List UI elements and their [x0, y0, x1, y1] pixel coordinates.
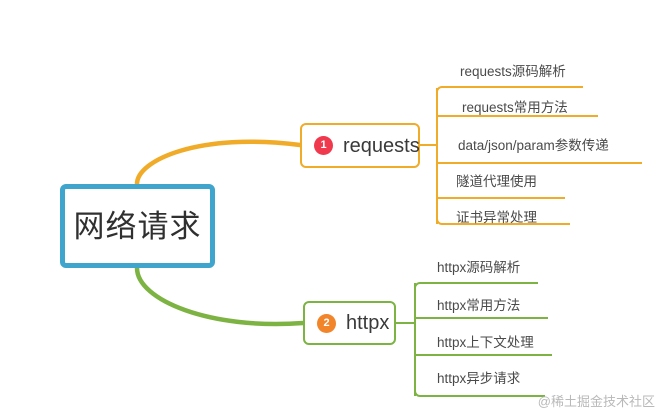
leaf-node-requests-1[interactable]: requests源码解析 — [460, 64, 566, 79]
leaf-node-requests-2[interactable]: requests常用方法 — [462, 100, 568, 115]
branch-node-requests-label: requests — [343, 134, 420, 157]
branch-badge-2: 2 — [317, 313, 336, 333]
leaf-node-httpx-4[interactable]: httpx异步请求 — [437, 371, 521, 386]
watermark-text: @稀土掘金技术社区 — [537, 394, 655, 409]
leaf-node-requests-5[interactable]: 证书异常处理 — [456, 210, 537, 225]
branch-badge-1: 1 — [314, 136, 333, 155]
branch-node-httpx[interactable]: 2 httpx — [303, 301, 396, 345]
leaf-node-httpx-2[interactable]: httpx常用方法 — [437, 298, 521, 313]
branch-node-httpx-label: httpx — [346, 312, 390, 334]
branch-node-requests[interactable]: 1 requests — [300, 123, 420, 168]
connector-root-to-requests — [134, 139, 303, 187]
leaf-underline-requests-1 — [436, 86, 583, 93]
leaf-node-requests-3[interactable]: data/json/param参数传递 — [458, 138, 609, 153]
leaf-node-requests-4[interactable]: 隧道代理使用 — [456, 174, 537, 189]
leaf-node-httpx-3[interactable]: httpx上下文处理 — [437, 335, 534, 350]
root-node[interactable]: 网络请求 — [60, 184, 215, 268]
leaf-underline-httpx-1 — [414, 282, 538, 289]
connector-root-to-httpx — [134, 265, 306, 327]
leaf-node-httpx-1[interactable]: httpx源码解析 — [437, 260, 521, 275]
root-node-label: 网络请求 — [73, 208, 202, 244]
leaf-underline-httpx-4 — [414, 390, 545, 397]
